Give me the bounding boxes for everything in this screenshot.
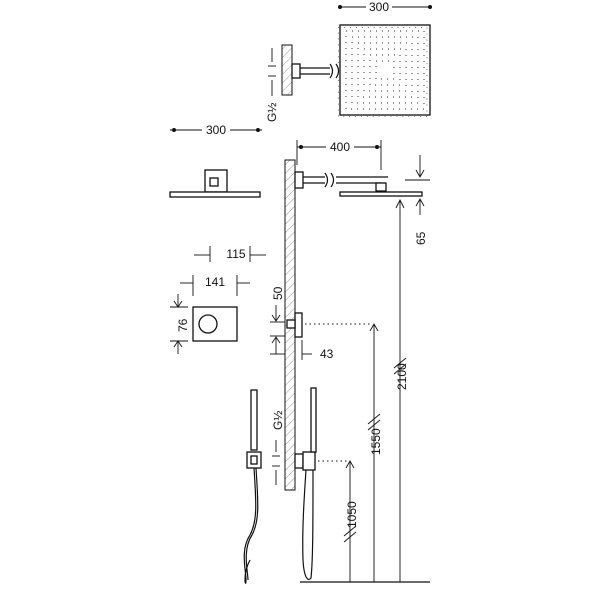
top-wall-section <box>281 44 293 96</box>
elevation-showerhead-plate <box>339 191 423 197</box>
dim-valve-height: 1550 <box>369 428 383 455</box>
dim-showerhead-width-top: 300 <box>369 0 389 14</box>
hand-shower-handle-front <box>250 389 258 451</box>
hose-front <box>243 467 257 584</box>
dim-inlet-thread-bottom: G½ <box>271 411 285 430</box>
panel-side-body <box>294 312 303 338</box>
hand-shower-holder-side <box>302 451 316 471</box>
control-knob <box>198 314 218 334</box>
inlet-thread-bottom: G½ <box>271 411 285 485</box>
hand-shower-handle-side <box>310 387 317 453</box>
dim-hand-shower-height: 1050 <box>345 501 359 528</box>
hand-shower-front <box>243 389 262 584</box>
control-panel-side: 50 43 <box>270 286 372 361</box>
control-panel-front: 115 141 76 <box>170 246 266 354</box>
dim-shower-height: 2100 <box>395 363 409 390</box>
hand-shower-wall-outlet <box>294 453 304 469</box>
top-wall-flange <box>291 63 301 79</box>
hand-shower-side <box>294 387 350 581</box>
hose-side <box>302 469 314 581</box>
dim-panel-projection: 115 <box>226 247 245 261</box>
square-showerhead-top <box>339 24 431 116</box>
dim-panel-height: 76 <box>176 318 190 332</box>
side-view-showerhead: 300 <box>169 123 262 198</box>
dim-showerhead-width-side: 300 <box>206 123 226 137</box>
dim-valve-depth: 43 <box>320 347 334 361</box>
elevation-shower-arm: 400 65 <box>294 140 430 245</box>
top-view-showerhead-assembly: 300 G½ <box>265 0 432 122</box>
side-head-plate <box>169 191 261 198</box>
arm-wall-flange <box>294 171 304 189</box>
dim-head-height-offset: 65 <box>414 231 428 245</box>
dim-panel-width: 141 <box>205 275 225 289</box>
dim-valve-offset: 50 <box>271 286 285 300</box>
dim-inlet-thread-top: G½ <box>265 103 279 122</box>
dim-arm-length: 400 <box>330 140 350 154</box>
height-dimensions: 2100 1550 1050 <box>300 198 430 583</box>
